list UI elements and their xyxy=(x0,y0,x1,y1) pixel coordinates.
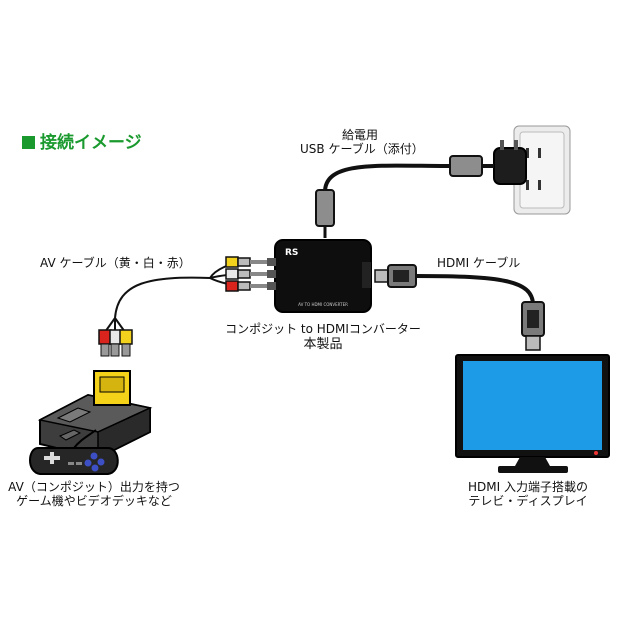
rca-plugs-source-end xyxy=(98,329,133,357)
converter-label-line2: 本製品 xyxy=(303,337,343,352)
game-console xyxy=(37,370,153,460)
hdmi-plug-converter-end xyxy=(374,264,417,288)
television xyxy=(455,354,610,473)
usb-cable-label-line1: 給電用 xyxy=(341,128,378,142)
rca-plugs-converter-end xyxy=(209,256,267,292)
usb-cable-label: 給電用 USB ケーブル（添付） xyxy=(300,128,424,156)
converter-label: コンポジット to HDMIコンバーター 本製品 xyxy=(223,322,423,352)
display-device-label-line1: HDMI 入力端子搭載の xyxy=(468,480,588,494)
display-device-label-line2: テレビ・ディスプレイ xyxy=(468,494,588,508)
source-device-label-line1: AV（コンポジット）出力を持つ xyxy=(8,480,180,494)
hdmi-plug-display-end xyxy=(521,301,545,351)
converter-logo: RS xyxy=(285,248,298,258)
usb-cable xyxy=(323,163,451,193)
usb-plug-converter-end xyxy=(315,189,335,227)
converter-box: RS AV TO HDMI CONVERTER xyxy=(267,239,372,313)
section-title-text: 接続イメージ xyxy=(40,133,142,153)
usb-cable-label-line2: USB ケーブル（添付） xyxy=(300,142,424,156)
source-device-label: AV（コンポジット）出力を持つ ゲーム機やビデオデッキなど xyxy=(4,480,184,508)
av-cable-label: AV ケーブル（黄・白・赤） xyxy=(40,256,191,270)
display-device-label: HDMI 入力端子搭載の テレビ・ディスプレイ xyxy=(453,480,603,508)
hdmi-cable-label: HDMI ケーブル xyxy=(437,256,521,270)
converter-label-line1: コンポジット to HDMIコンバーター xyxy=(225,322,421,336)
av-cable xyxy=(114,276,211,319)
bullet-square-icon xyxy=(22,136,35,149)
section-title: 接続イメージ xyxy=(22,128,142,153)
converter-model-text: AV TO HDMI CONVERTER xyxy=(298,302,348,307)
game-controller xyxy=(29,429,119,475)
source-device-label-line2: ゲーム機やビデオデッキなど xyxy=(16,494,172,508)
hdmi-cable xyxy=(415,274,535,306)
usb-plug-adapter-end xyxy=(449,155,483,177)
